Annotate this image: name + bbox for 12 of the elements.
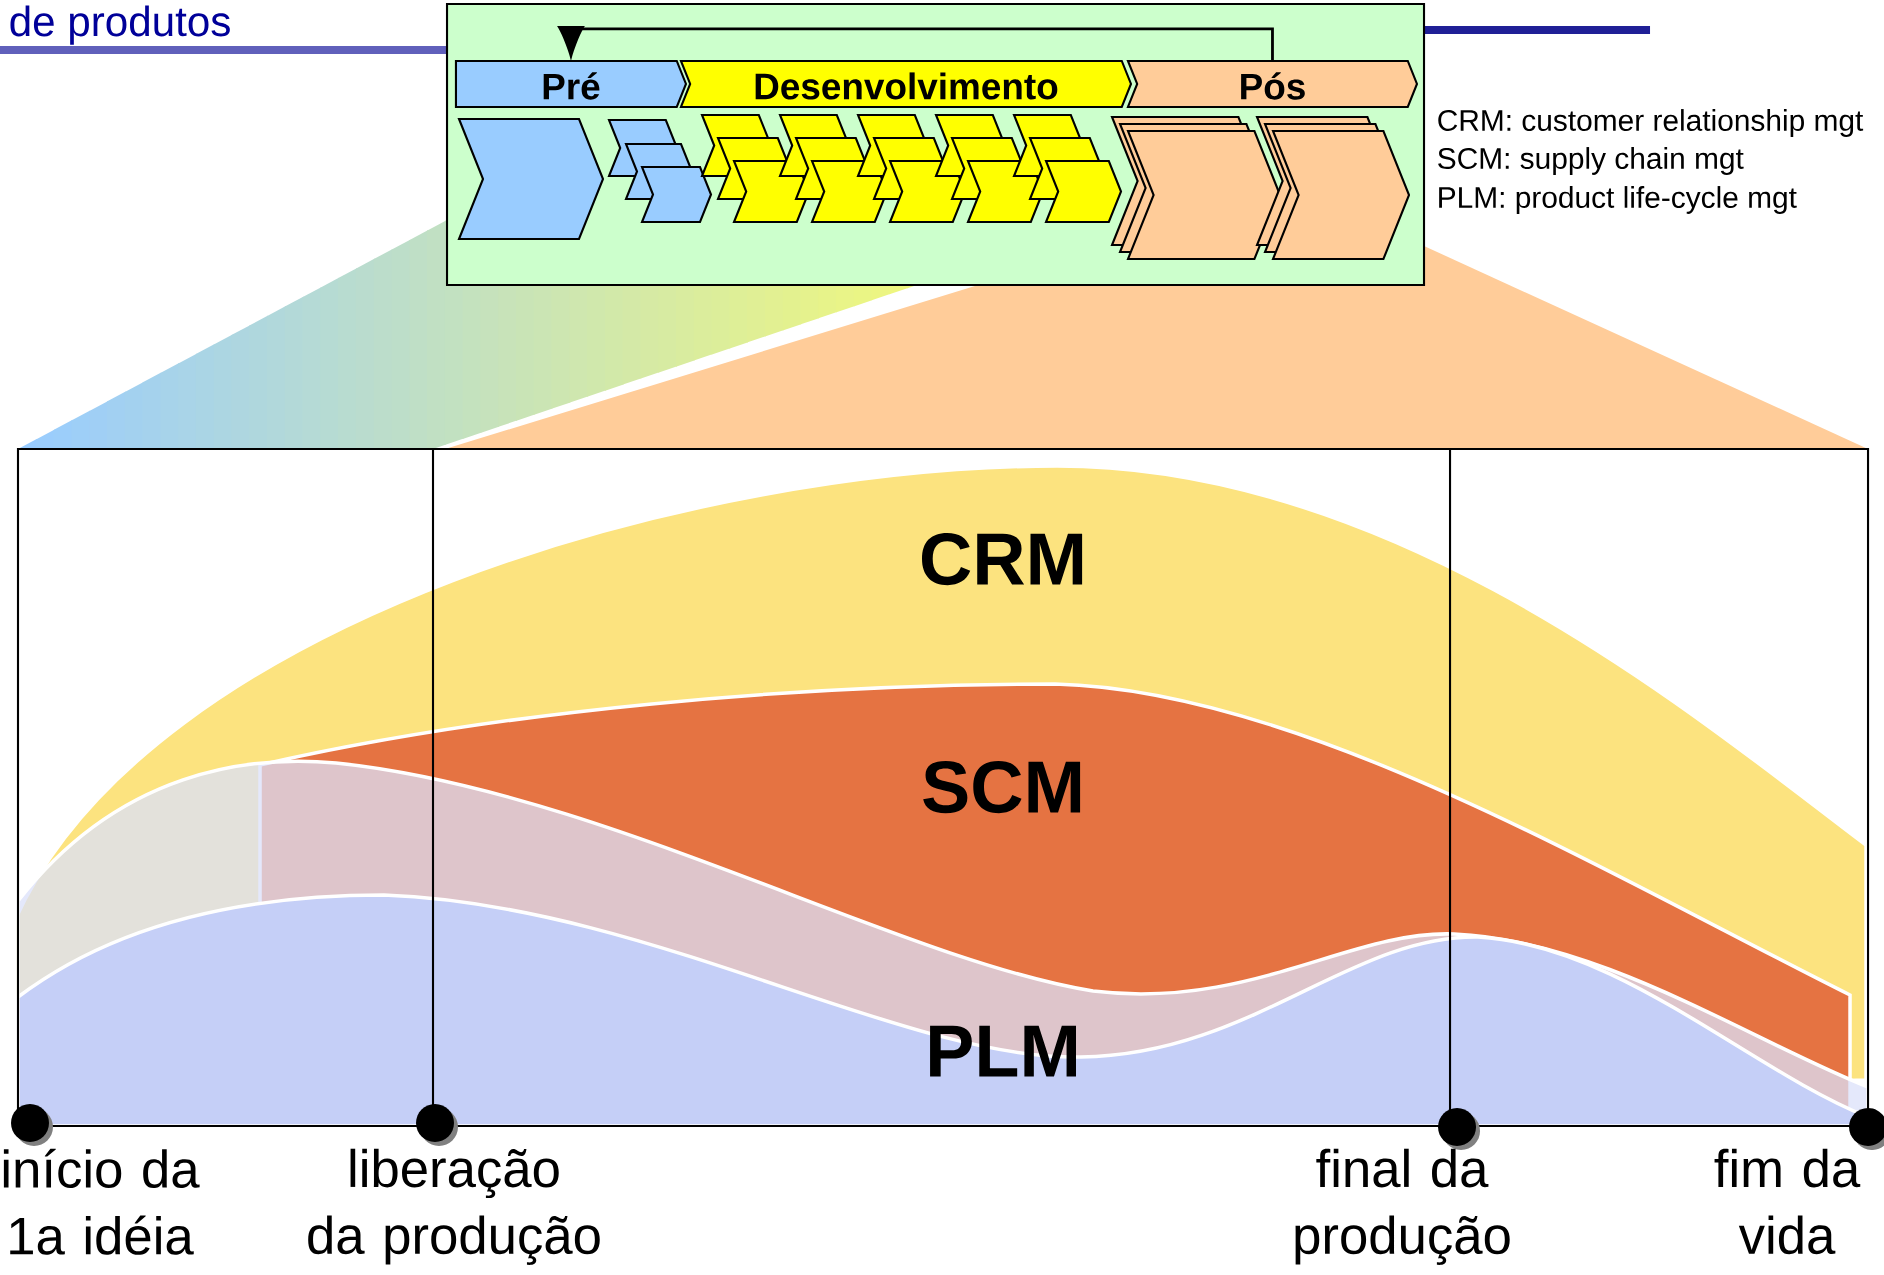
definition-text: SCM: supply chain mgt xyxy=(1438,147,1744,175)
definition-text: CRM: customer relationship mgt xyxy=(1438,109,1864,137)
milestone-label: início da 1a idéia xyxy=(3,1148,200,1255)
milestone-label: final da produção xyxy=(1295,1148,1510,1265)
definition-text: PLM: product life-cycle mgt xyxy=(1439,186,1797,214)
phase-banner: Desenvolvimento xyxy=(679,59,1133,108)
phase-banner: Pós xyxy=(1126,59,1419,108)
milestone-label: fim da vida xyxy=(1714,1148,1861,1255)
page-title: de produtos xyxy=(10,5,230,45)
feedback-arrow xyxy=(558,25,1274,61)
phase-banner: Pré xyxy=(454,59,688,108)
milestone-label: liberação da produção xyxy=(308,1148,600,1265)
